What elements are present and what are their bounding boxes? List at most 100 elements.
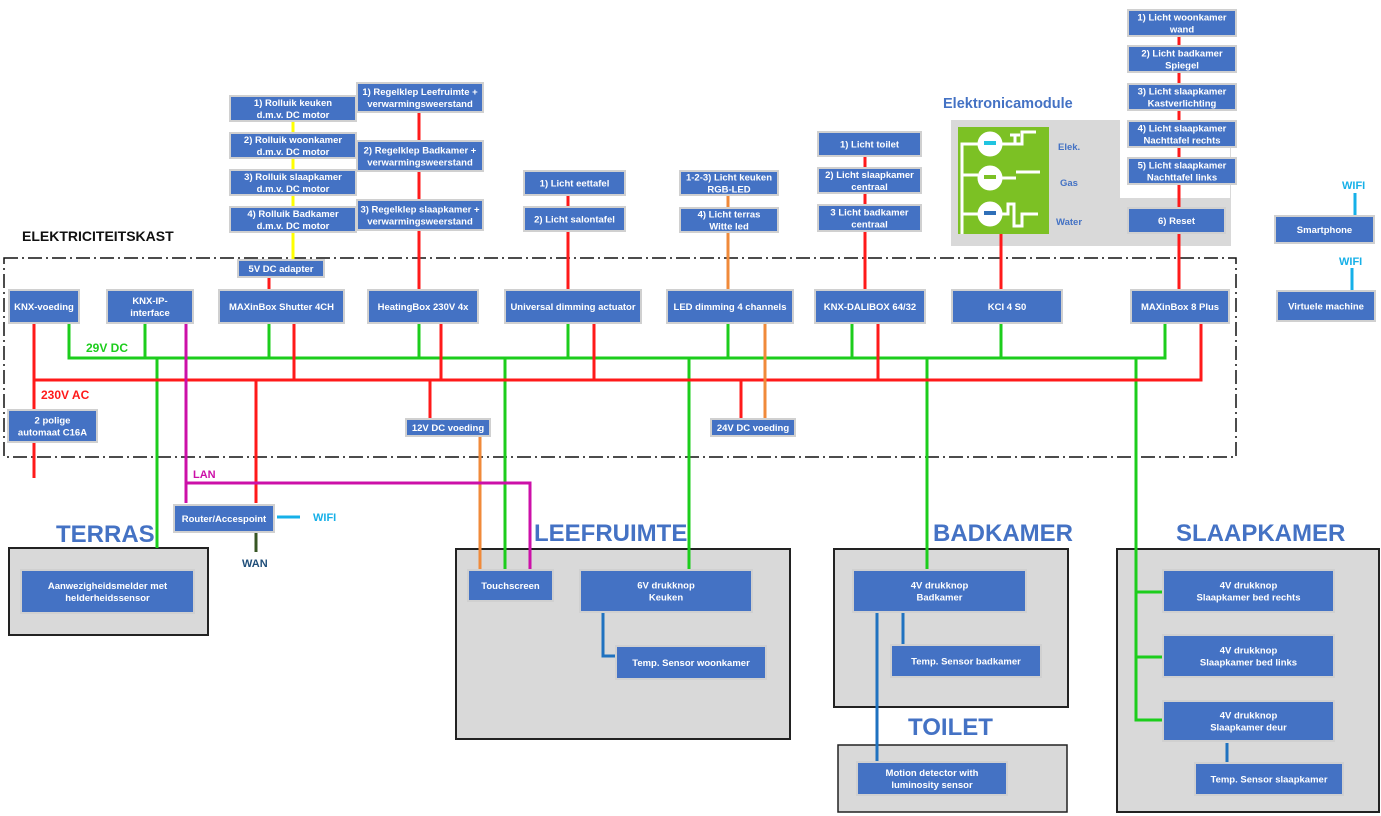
dc-bus-label: 29V DC: [86, 341, 128, 355]
dimming-light-2-box: 2) Licht salontafel: [523, 206, 626, 232]
drukknop-bed-rechts-label: 4V drukknop: [1220, 581, 1278, 592]
universal-dimming-actuator-box: Universal dimming actuator: [504, 289, 642, 324]
dali-light-2-label: 2) Licht slaapkamer: [825, 170, 914, 181]
led-light-2-label: Witte led: [709, 222, 749, 233]
drukknop-deur-label: 4V drukknop: [1220, 711, 1278, 722]
knx-voeding-label: KNX-voeding: [14, 302, 74, 313]
heating-valve-1-box: 1) Regelklep Leefruimte +verwarmingsweer…: [356, 82, 484, 113]
dali-light-2-label: centraal: [851, 182, 887, 193]
virtuele-machine-label: Virtuele machine: [1288, 302, 1364, 313]
motion-detector-label: luminosity sensor: [891, 780, 973, 791]
voeding-24v-label: 24V DC voeding: [717, 423, 790, 434]
lan-label: LAN: [193, 469, 216, 481]
drukknop-badkamer-label: 4V drukknop: [911, 581, 969, 592]
motion-detector-label: Motion detector with: [886, 768, 979, 779]
heatingbox-label: HeatingBox 230V 4x: [378, 302, 470, 313]
led-light-1-label: RGB-LED: [707, 185, 750, 196]
kci-4-s0-label: KCI 4 S0: [988, 302, 1027, 313]
room-title-leefruimte: LEEFRUIMTE: [534, 520, 687, 547]
temp-sensor-slaapkamer-box: Temp. Sensor slaapkamer: [1194, 762, 1344, 796]
maxinbox-light-2-label: Spiegel: [1165, 61, 1199, 72]
maxinbox-light-5-label: 5) Licht slaapkamer: [1138, 161, 1227, 172]
universal-dimming-actuator-label: Universal dimming actuator: [510, 302, 635, 313]
heating-valve-1-label: verwarmingsweerstand: [367, 99, 473, 110]
knx-ip-interface-label: KNX-IP-: [132, 296, 167, 307]
aanwezigheidsmelder-label: Aanwezigheidsmelder met: [48, 581, 168, 592]
shutter-3-label: 3) Rolluik slaapkamer: [244, 172, 342, 183]
room-title-slaapkamer: SLAAPKAMER: [1176, 520, 1345, 547]
cabinet-outline: [3, 257, 1237, 458]
temp-sensor-badkamer-label: Temp. Sensor badkamer: [911, 657, 1021, 668]
smartphone-label: Smartphone: [1297, 225, 1352, 236]
led-dimming-label: LED dimming 4 channels: [674, 302, 787, 313]
ac-bus-label: 230V AC: [41, 388, 90, 402]
wifi-label-router: WIFI: [313, 512, 336, 524]
maxinbox-8-plus-box: MAXinBox 8 Plus: [1130, 289, 1230, 324]
router-accesspoint-box: Router/Accespoint: [173, 504, 275, 533]
drukknop-bed-links-label: 4V drukknop: [1220, 646, 1278, 657]
wires: [32, 36, 1357, 765]
maxinbox-light-4-label: 4) Licht slaapkamer: [1138, 124, 1227, 135]
heating-valve-2-label: verwarmingsweerstand: [367, 158, 473, 169]
shutter-4-label: d.m.v. DC motor: [257, 221, 330, 232]
drukknop-bed-rechts-label: Slaapkamer bed rechts: [1196, 593, 1300, 604]
maxinbox-light-5-label: Nachttafel links: [1147, 173, 1217, 184]
automaat-c16a-label: 2 polige: [35, 416, 71, 427]
knx-dalibox-label: KNX-DALIBOX 64/32: [824, 302, 916, 313]
reset-box: 6) Reset: [1127, 207, 1226, 234]
drukknop-keuken-label: 6V drukknop: [637, 581, 695, 592]
room-title-badkamer: BADKAMER: [933, 520, 1073, 547]
led-light-2-label: 4) Licht terras: [698, 210, 761, 221]
maxinbox-light-3-label: Kastverlichting: [1148, 99, 1217, 110]
knx-voeding-box: KNX-voeding: [8, 289, 80, 324]
router-accesspoint-label: Router/Accespoint: [182, 514, 267, 525]
temp-sensor-woonkamer-label: Temp. Sensor woonkamer: [632, 658, 750, 669]
touchscreen-label: Touchscreen: [481, 581, 540, 592]
shutter-2-label: 2) Rolluik woonkamer: [244, 135, 342, 146]
maxinbox-shutter-label: MAXinBox Shutter 4CH: [229, 302, 334, 313]
room-title-terras: TERRAS: [56, 521, 155, 548]
drukknop-bed-links-label: Slaapkamer bed links: [1200, 658, 1297, 669]
temp-sensor-badkamer-box: Temp. Sensor badkamer: [890, 644, 1042, 678]
maxinbox-8-plus-label: MAXinBox 8 Plus: [1141, 302, 1219, 313]
dali-light-1-box: 1) Licht toilet: [817, 131, 922, 157]
dimming-light-2-label: 2) Licht salontafel: [534, 215, 615, 226]
meter-label-water: Water: [1056, 217, 1082, 228]
led-light-1-label: 1-2-3) Licht keuken: [686, 173, 772, 184]
dali-light-3-label: centraal: [851, 220, 887, 231]
maxinbox-light-1-label: 1) Licht woonkamer: [1137, 13, 1227, 24]
heating-valve-3-label: verwarmingsweerstand: [367, 217, 473, 228]
voeding-12v-label: 12V DC voeding: [412, 423, 485, 434]
drukknop-badkamer-label: Badkamer: [917, 593, 963, 604]
adapter-5v-box: 5V DC adapter: [237, 259, 325, 278]
knx-ip-interface-box: KNX-IP-interface: [106, 289, 194, 324]
drukknop-keuken-label: Keuken: [649, 593, 684, 604]
knx-dalibox-box: KNX-DALIBOX 64/32: [814, 289, 926, 324]
temp-sensor-slaapkamer-label: Temp. Sensor slaapkamer: [1210, 775, 1327, 786]
drukknop-deur-label: Slaapkamer deur: [1210, 723, 1287, 734]
room-title-toilet: TOILET: [908, 714, 993, 741]
cabinet-title: ELEKTRICITEITSKAST: [22, 228, 174, 244]
kci-4-s0-box: KCI 4 S0: [951, 289, 1063, 324]
elektronica-title: Elektronicamodule: [943, 96, 1073, 112]
maxinbox-light-3-label: 3) Licht slaapkamer: [1138, 87, 1227, 98]
dali-light-1-label: 1) Licht toilet: [840, 140, 900, 151]
shutter-1-label: d.m.v. DC motor: [257, 110, 330, 121]
